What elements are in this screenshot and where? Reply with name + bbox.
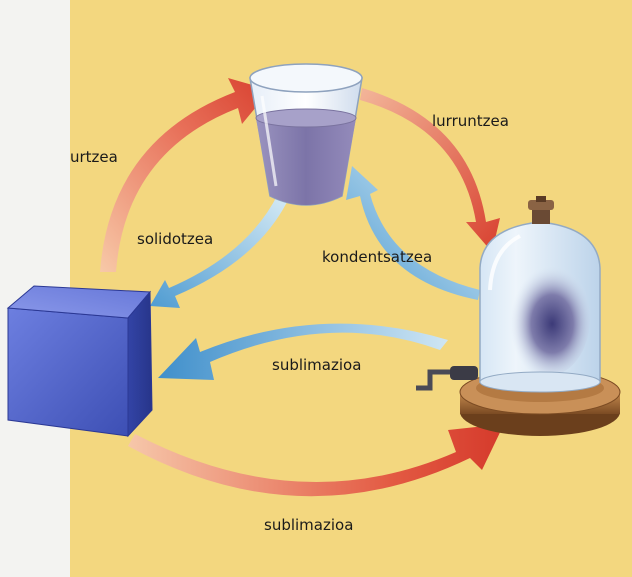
condensation-arrow bbox=[346, 166, 480, 300]
solidification-arrow bbox=[150, 194, 290, 308]
evaporation-arrow bbox=[360, 88, 500, 252]
sublimation-solid-to-gas-arrow bbox=[128, 424, 504, 497]
condensation-label: kondentsatzea bbox=[322, 248, 432, 266]
ice-cube-icon bbox=[6, 285, 153, 438]
bell-jar-vapor-icon bbox=[416, 196, 621, 436]
melting-label: urtzea bbox=[70, 148, 118, 166]
solidification-label: solidotzea bbox=[137, 230, 213, 248]
sublimation-solid-to-gas-label: sublimazioa bbox=[264, 516, 353, 534]
evaporation-label: lurruntzea bbox=[432, 112, 509, 130]
sublimation-gas-to-solid-label: sublimazioa bbox=[272, 356, 361, 374]
sublimation-gas-to-solid-arrow bbox=[158, 323, 448, 380]
water-glass-icon bbox=[249, 63, 363, 206]
